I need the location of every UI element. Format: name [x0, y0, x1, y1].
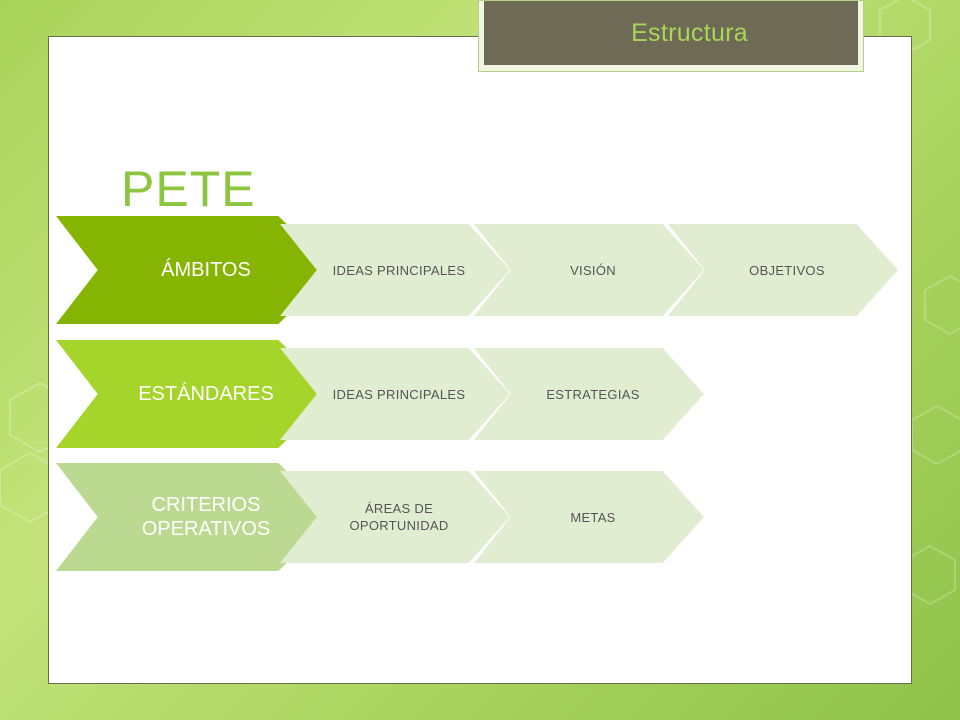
- page-title: PETE: [121, 161, 256, 217]
- process-step: OBJETIVOS: [668, 224, 898, 316]
- section-tab: Estructura: [478, 0, 864, 72]
- process-step: VISIÓN: [474, 224, 704, 316]
- section-title: Estructura: [631, 18, 748, 47]
- process-step: IDEAS PRINCIPALES: [280, 348, 510, 440]
- process-step: ESTRATEGIAS: [474, 348, 704, 440]
- process-step: ÁREAS DE OPORTUNIDAD: [280, 471, 510, 563]
- row-header: ÁMBITOS: [56, 216, 334, 324]
- process-step: IDEAS PRINCIPALES: [280, 224, 510, 316]
- row-header: ESTÁNDARES: [56, 340, 334, 448]
- process-step: METAS: [474, 471, 704, 563]
- row-header: CRITERIOS OPERATIVOS: [56, 463, 334, 571]
- section-tab-inner: Estructura: [484, 1, 858, 65]
